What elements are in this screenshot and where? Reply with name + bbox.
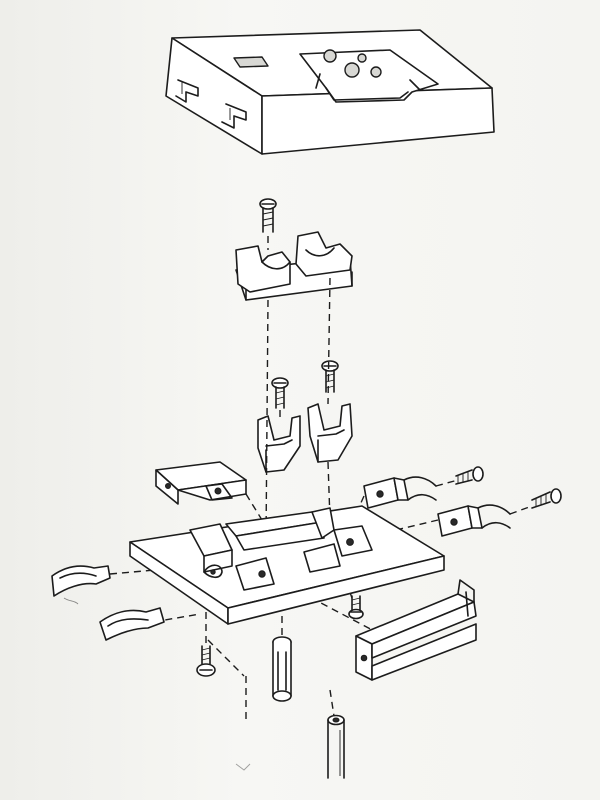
left-spring-contact-upper xyxy=(51,565,111,597)
left-clip-screw xyxy=(271,377,289,409)
scan-marks xyxy=(63,597,251,771)
left-u-clip xyxy=(257,415,301,473)
bottom-center-screw xyxy=(348,595,364,620)
right-clip-screw xyxy=(321,360,339,393)
base-plate xyxy=(129,505,445,625)
right-terminal-clip-lower xyxy=(437,504,511,537)
upper-spring-clip-bracket xyxy=(235,231,353,301)
top-housing-cover xyxy=(165,29,495,155)
top-mounting-screw xyxy=(259,198,277,233)
angle-bracket xyxy=(155,461,247,505)
threaded-standoff xyxy=(272,636,292,702)
bottom-pin xyxy=(327,714,345,779)
right-u-clip xyxy=(307,403,353,463)
bottom-left-screw xyxy=(196,645,216,677)
right-terminal-clip-upper xyxy=(363,476,437,509)
right-terminal-screw-upper xyxy=(455,466,484,485)
u-channel-frame xyxy=(355,579,477,681)
right-terminal-screw-lower xyxy=(531,488,562,509)
left-spring-contact-lower xyxy=(99,607,165,641)
